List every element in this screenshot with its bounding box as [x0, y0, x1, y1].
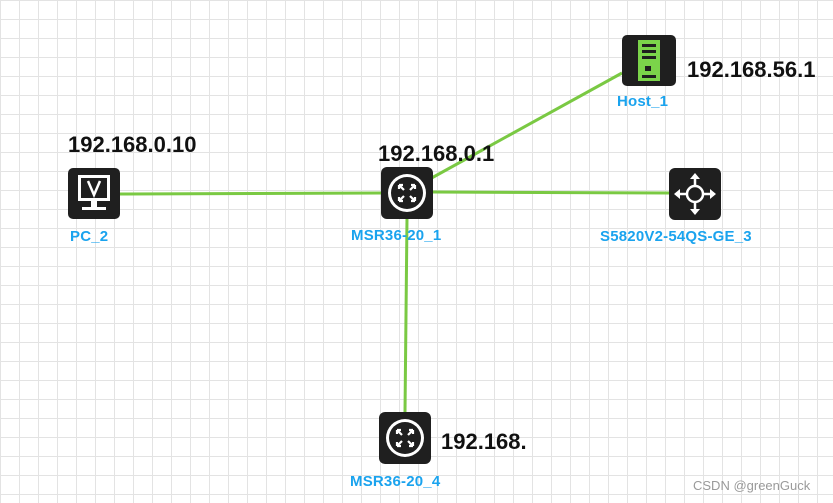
device-pc2[interactable] [67, 167, 121, 220]
l3-switch-icon [669, 168, 721, 220]
watermark: CSDN @greenGuck [693, 478, 811, 493]
msr36-20-4-name-label[interactable]: MSR36-20_4 [350, 473, 441, 490]
msr36-20-1-ip-label: 192.168.0.1 [378, 141, 495, 166]
link-msr1-switch3[interactable] [431, 190, 671, 195]
router-icon [381, 167, 433, 219]
router-icon [379, 412, 431, 464]
device-switch3[interactable] [668, 167, 722, 221]
link-pc2-msr1[interactable] [119, 191, 383, 196]
pc2-ip-label: 192.168.0.10 [68, 132, 197, 157]
pc2-name-label[interactable]: PC_2 [70, 228, 109, 245]
link-msr1-msr4[interactable] [403, 217, 409, 413]
msr36-20-4-ip-label: 192.168. [441, 429, 527, 454]
link-msr1-host1[interactable] [427, 71, 623, 182]
device-msr36-20-1[interactable] [380, 166, 434, 220]
host1-name-label[interactable]: Host_1 [617, 93, 669, 110]
msr36-20-1-name-label[interactable]: MSR36-20_1 [351, 227, 442, 244]
host1-ip-label: 192.168.56.1 [687, 57, 816, 82]
device-host1[interactable] [621, 34, 677, 87]
server-icon [622, 35, 676, 86]
pc-monitor-icon [68, 168, 120, 219]
device-msr36-20-4[interactable] [378, 411, 432, 465]
switch3-name-label[interactable]: S5820V2-54QS-GE_3 [600, 228, 752, 245]
